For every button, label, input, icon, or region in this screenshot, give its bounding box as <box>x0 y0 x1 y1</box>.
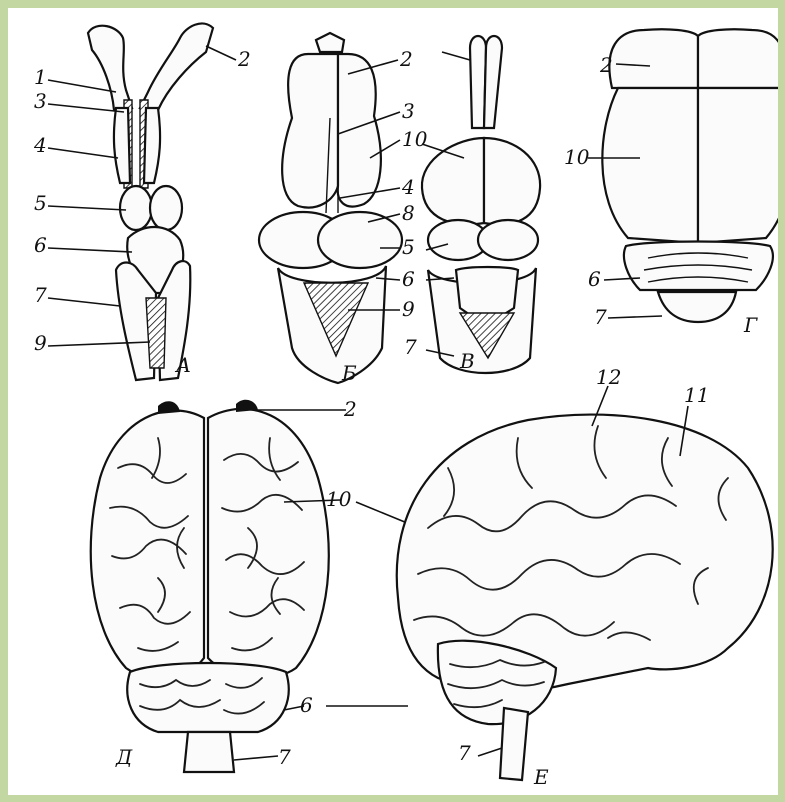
brain-comparison-figure: 1 2 3 4 5 6 7 9 А 2 3 10 4 8 5 6 9 7 Б <box>8 8 778 795</box>
figure-d-mammal-brain <box>91 400 329 772</box>
fig-e-letter: Е <box>533 765 549 789</box>
fig-e-label-7: 7 <box>458 741 471 765</box>
fig-b-label-8: 8 <box>402 201 415 225</box>
fig-b-label-4: 4 <box>401 175 415 199</box>
fig-a-label-9: 9 <box>34 331 47 355</box>
fig-b-label-3: 3 <box>402 99 415 123</box>
fig-g-label-2: 2 <box>599 53 613 77</box>
fig-b-label-2: 2 <box>399 47 413 71</box>
fig-a-label-7: 7 <box>34 283 47 307</box>
fig-a-label-5: 5 <box>34 191 47 215</box>
fig-b-label-10: 10 <box>402 127 428 151</box>
fig-g-letter: Г <box>743 313 758 337</box>
fig-a-label-2: 2 <box>237 47 251 71</box>
fig-g-label-7: 7 <box>594 305 607 329</box>
figure-e-human-brain <box>397 415 773 780</box>
fig-e-label-11: 11 <box>684 383 709 407</box>
fig-d-label-2: 2 <box>343 397 357 421</box>
figure-b-amphibian-brain <box>259 33 402 383</box>
figure-a-fish-brain <box>88 23 213 380</box>
fig-g-label-10: 10 <box>564 145 590 169</box>
fig-b-label-7: 7 <box>404 335 417 359</box>
fig-d-letter: Д <box>115 745 133 769</box>
fig-g-label-6: 6 <box>588 267 601 291</box>
fig-b-letter: Б <box>341 361 357 385</box>
figure-frame: 1 2 3 4 5 6 7 9 А 2 3 10 4 8 5 6 9 7 Б <box>8 8 778 795</box>
fig-a-label-4: 4 <box>33 133 47 157</box>
fig-a-label-1: 1 <box>34 65 47 89</box>
figure-v-reptile-brain <box>422 36 540 373</box>
fig-a-label-6: 6 <box>34 233 47 257</box>
fig-v-letter: В <box>459 349 475 373</box>
fig-a-letter: А <box>174 353 191 377</box>
fig-b-label-5: 5 <box>402 235 415 259</box>
fig-d-label-10: 10 <box>326 487 352 511</box>
fig-a-label-3: 3 <box>34 89 47 113</box>
fig-d-label-7: 7 <box>278 745 291 769</box>
fig-b-label-6: 6 <box>402 267 415 291</box>
fig-b-label-9: 9 <box>402 297 415 321</box>
fig-e-label-12: 12 <box>596 365 621 389</box>
fig-d-label-6: 6 <box>300 693 313 717</box>
